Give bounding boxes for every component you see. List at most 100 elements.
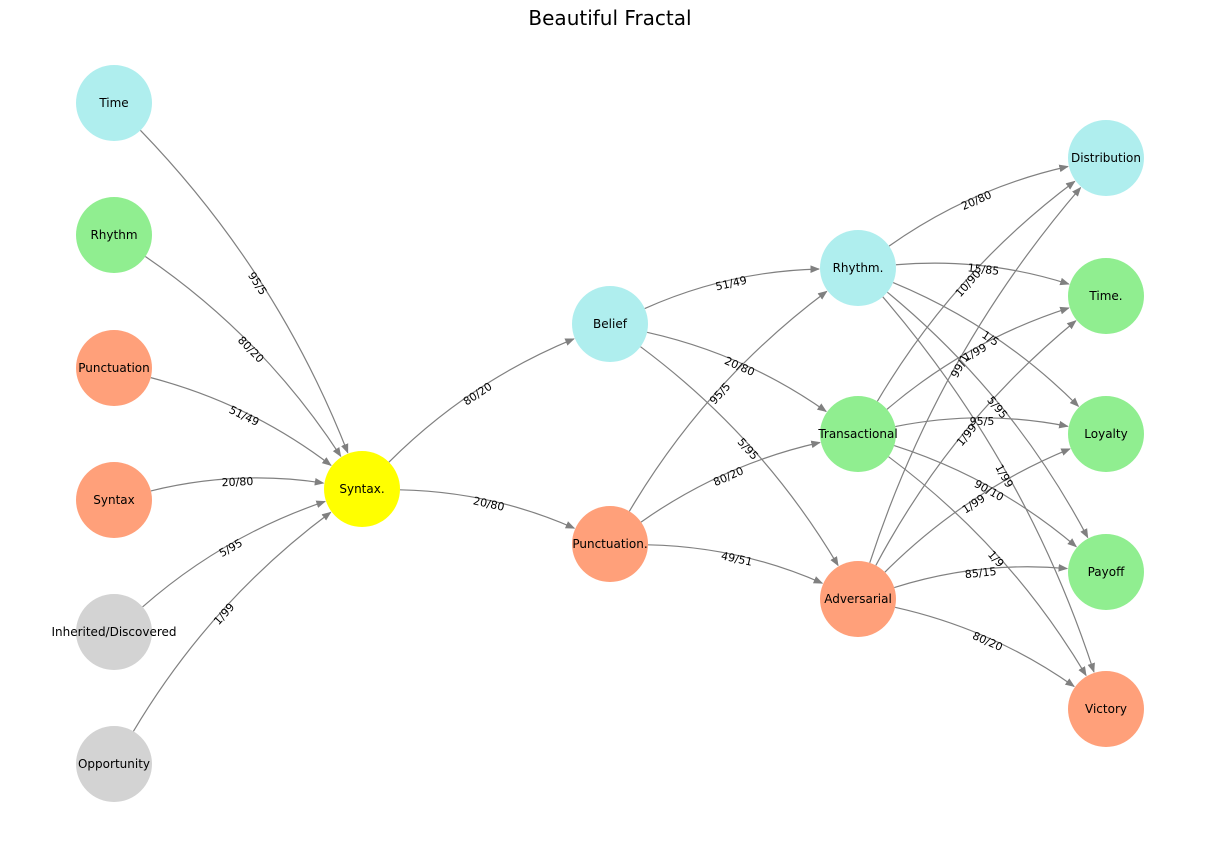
edge-transactional-to-loyalty [895, 417, 1069, 429]
edge-punctuation2-to-adversarial [647, 544, 824, 584]
node-transactional: Transactional [817, 396, 898, 472]
node-punctuation: Punctuation [76, 330, 152, 406]
node-circle-inherited-discovered [76, 594, 152, 670]
node-label-opportunity: Opportunity [78, 757, 150, 771]
node-belief: Belief [572, 286, 648, 362]
edge-syntax2-to-belief [388, 338, 575, 463]
edge-transactional-to-victory [888, 456, 1087, 677]
edge-label-syntax2-to-punctuation2: 20/80 [472, 494, 506, 514]
node-label-time: Time. [1088, 289, 1122, 303]
node-time: Time [76, 65, 152, 141]
edge-rhythm2-to-distribution [888, 164, 1069, 247]
edge-label-adversarial-to-loyalty: 1/99 [960, 492, 988, 517]
edge-transactional-to-distribution [876, 180, 1076, 402]
edge-transactional-to-payoff [894, 445, 1078, 548]
edge-label-inherited-to-syntax2: 5/95 [217, 536, 245, 560]
nodes-layer: TimeRhythmPunctuationSyntaxInherited/Dis… [51, 65, 1144, 802]
node-syntax: Syntax [76, 462, 152, 538]
edge-adversarial-to-payoff [894, 563, 1069, 589]
node-label-punctuation: Punctuation [78, 361, 149, 375]
node-label-rhythm: Rhythm. [833, 261, 884, 275]
node-label-time: Time [98, 96, 128, 110]
node-victory: Victory [1068, 671, 1144, 747]
edge-label-punctuation-to-syntax2: 51/49 [227, 403, 261, 429]
edge-time-to-syntax2 [139, 129, 349, 454]
node-label-belief: Belief [593, 317, 628, 331]
edge-rhythm2-to-time2 [895, 262, 1070, 286]
edge-syntax2-to-punctuation2 [399, 489, 576, 529]
edge-inherited-to-syntax2 [142, 500, 326, 608]
edge-adversarial-to-time2 [875, 320, 1077, 566]
edges-layer [132, 129, 1095, 732]
edge-belief-to-adversarial [640, 346, 839, 567]
node-distribution: Distribution [1068, 120, 1144, 196]
node-inherited-discovered: Inherited/Discovered [51, 594, 177, 670]
edge-belief-to-transactional [646, 331, 827, 413]
node-label-payoff: Payoff [1088, 565, 1125, 579]
node-label-rhythm: Rhythm [90, 228, 137, 242]
node-circle-transactional [820, 396, 896, 472]
node-time: Time. [1068, 258, 1144, 334]
node-payoff: Payoff [1068, 534, 1144, 610]
edge-syntax-to-syntax2 [150, 477, 325, 492]
edge-label-time-to-syntax2: 95/5 [245, 270, 269, 298]
edge-adversarial-to-distribution [869, 186, 1082, 564]
node-circle-rhythm [76, 197, 152, 273]
node-circle-loyalty [1068, 396, 1144, 472]
node-label-loyalty: Loyalty [1084, 427, 1127, 441]
node-syntax: Syntax. [324, 451, 400, 527]
node-circle-victory [1068, 671, 1144, 747]
node-rhythm: Rhythm. [820, 230, 896, 306]
node-circle-distribution [1068, 120, 1144, 196]
edge-label-rhythm2-to-time2: 15/85 [967, 261, 1000, 277]
node-rhythm: Rhythm [76, 197, 152, 273]
node-label-punctuation: Punctuation. [572, 537, 647, 551]
node-adversarial: Adversarial [820, 561, 896, 637]
edge-adversarial-to-loyalty [884, 448, 1071, 573]
node-circle-payoff [1068, 534, 1144, 610]
node-label-adversarial: Adversarial [824, 592, 892, 606]
edge-label-syntax2-to-belief: 80/20 [461, 380, 495, 408]
node-label-distribution: Distribution [1071, 151, 1141, 165]
edge-rhythm2-to-payoff [886, 291, 1089, 539]
edge-label-transactional-to-loyalty: 95/5 [970, 415, 995, 428]
edge-rhythm2-to-loyalty [892, 281, 1080, 408]
node-label-victory: Victory [1085, 702, 1127, 716]
edge-punctuation2-to-transactional [640, 440, 821, 523]
node-label-syntax: Syntax [93, 493, 134, 507]
node-circle-time [1068, 258, 1144, 334]
edge-punctuation-to-syntax2 [150, 377, 332, 466]
edge-label-rhythm-to-syntax2: 80/20 [235, 334, 266, 366]
edge-rhythm-to-syntax2 [145, 255, 342, 458]
node-punctuation: Punctuation. [572, 506, 648, 582]
edge-label-belief-to-adversarial: 5/95 [735, 436, 761, 463]
edge-adversarial-to-victory [894, 606, 1075, 688]
node-circle-syntax [324, 451, 400, 527]
node-circle-opportunity [76, 726, 152, 802]
node-label-inherited-discovered: Inherited/Discovered [51, 625, 176, 639]
edge-label-punctuation2-to-rhythm2: 95/5 [707, 380, 733, 407]
node-label-transactional: Transactional [817, 427, 897, 441]
page-title: Beautiful Fractal [528, 6, 692, 30]
node-circle-time [76, 65, 152, 141]
edge-label-adversarial-to-victory: 80/20 [970, 629, 1004, 654]
edge-label-punctuation2-to-transactional: 80/20 [711, 464, 745, 489]
edge-label-punctuation2-to-adversarial: 49/51 [720, 549, 754, 569]
edge-rhythm2-to-victory [882, 296, 1095, 673]
node-circle-punctuation [572, 506, 648, 582]
edge-label-belief-to-rhythm2: 51/49 [714, 274, 748, 294]
edge-opportunity-to-syntax2 [132, 511, 332, 732]
node-circle-belief [572, 286, 648, 362]
edge-label-adversarial-to-payoff: 85/15 [964, 565, 997, 581]
node-label-syntax: Syntax. [339, 482, 384, 496]
node-opportunity: Opportunity [76, 726, 152, 802]
edge-label-opportunity-to-syntax2: 1/99 [211, 601, 237, 628]
edge-punctuation2-to-rhythm2 [628, 290, 828, 512]
node-loyalty: Loyalty [1068, 396, 1144, 472]
node-circle-punctuation [76, 330, 152, 406]
edge-transactional-to-time2 [886, 306, 1070, 410]
edge-belief-to-rhythm2 [644, 265, 820, 310]
node-circle-rhythm [820, 230, 896, 306]
edge-labels-layer: 95/580/2051/4920/805/951/9980/2020/8051/… [211, 188, 1016, 654]
